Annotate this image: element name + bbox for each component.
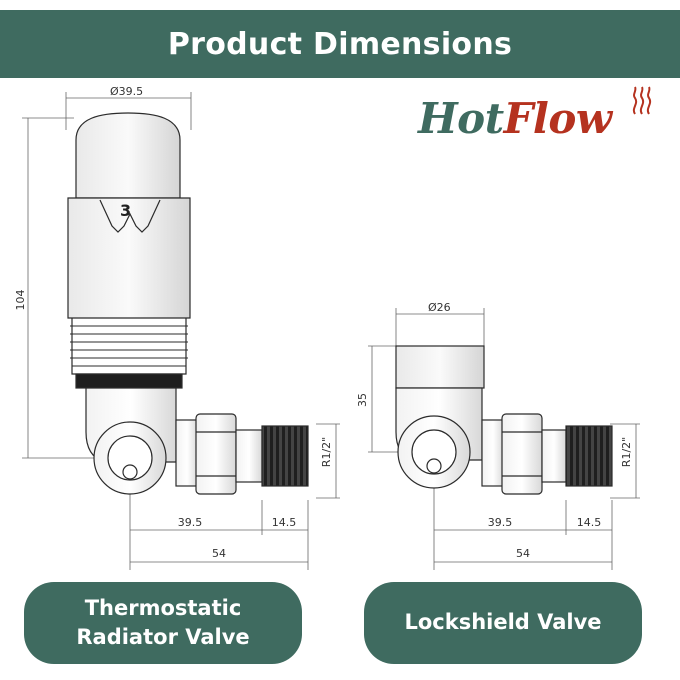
lock-offset-label: 39.5 (488, 516, 513, 529)
lock-height-label: 35 (356, 393, 369, 407)
thermo-tail-label: 14.5 (272, 516, 297, 529)
thermostatic-label-line2: Radiator Valve (76, 625, 250, 649)
thermostatic-valve-label: Thermostatic Radiator Valve (24, 582, 302, 664)
lock-total-label: 54 (516, 547, 530, 560)
lockshield-label-text: Lockshield Valve (404, 610, 602, 635)
lockshield-valve-label: Lockshield Valve (364, 582, 642, 664)
title-banner: Product Dimensions (0, 10, 680, 78)
page-title: Product Dimensions (167, 26, 513, 62)
steam-icon (632, 86, 652, 115)
thermo-dial-number: 3 (120, 201, 131, 220)
thermo-height-label: 104 (14, 290, 27, 311)
brand-wordmark: HotFlow (418, 94, 612, 143)
lock-diameter-label: Ø26 (428, 301, 451, 314)
thermo-thread-label: R1/2" (320, 437, 333, 467)
thermostatic-label-line1: Thermostatic (84, 595, 242, 620)
lockshield-valve-drawing (395, 345, 613, 495)
thermo-offset-label: 39.5 (178, 516, 203, 529)
lockshield-dimension-lines (368, 308, 640, 570)
hotflow-logo: HotFlow (418, 86, 668, 152)
thermo-total-label: 54 (212, 547, 226, 560)
thermostatic-dimension-lines (22, 92, 340, 570)
thermostatic-valve-drawing (67, 112, 309, 495)
thermo-diameter-label: Ø39.5 (110, 85, 143, 98)
lock-tail-label: 14.5 (577, 516, 602, 529)
brand-flow: Flow (503, 94, 612, 143)
lock-thread-label: R1/2" (620, 437, 633, 467)
brand-hot: Hot (418, 94, 504, 143)
